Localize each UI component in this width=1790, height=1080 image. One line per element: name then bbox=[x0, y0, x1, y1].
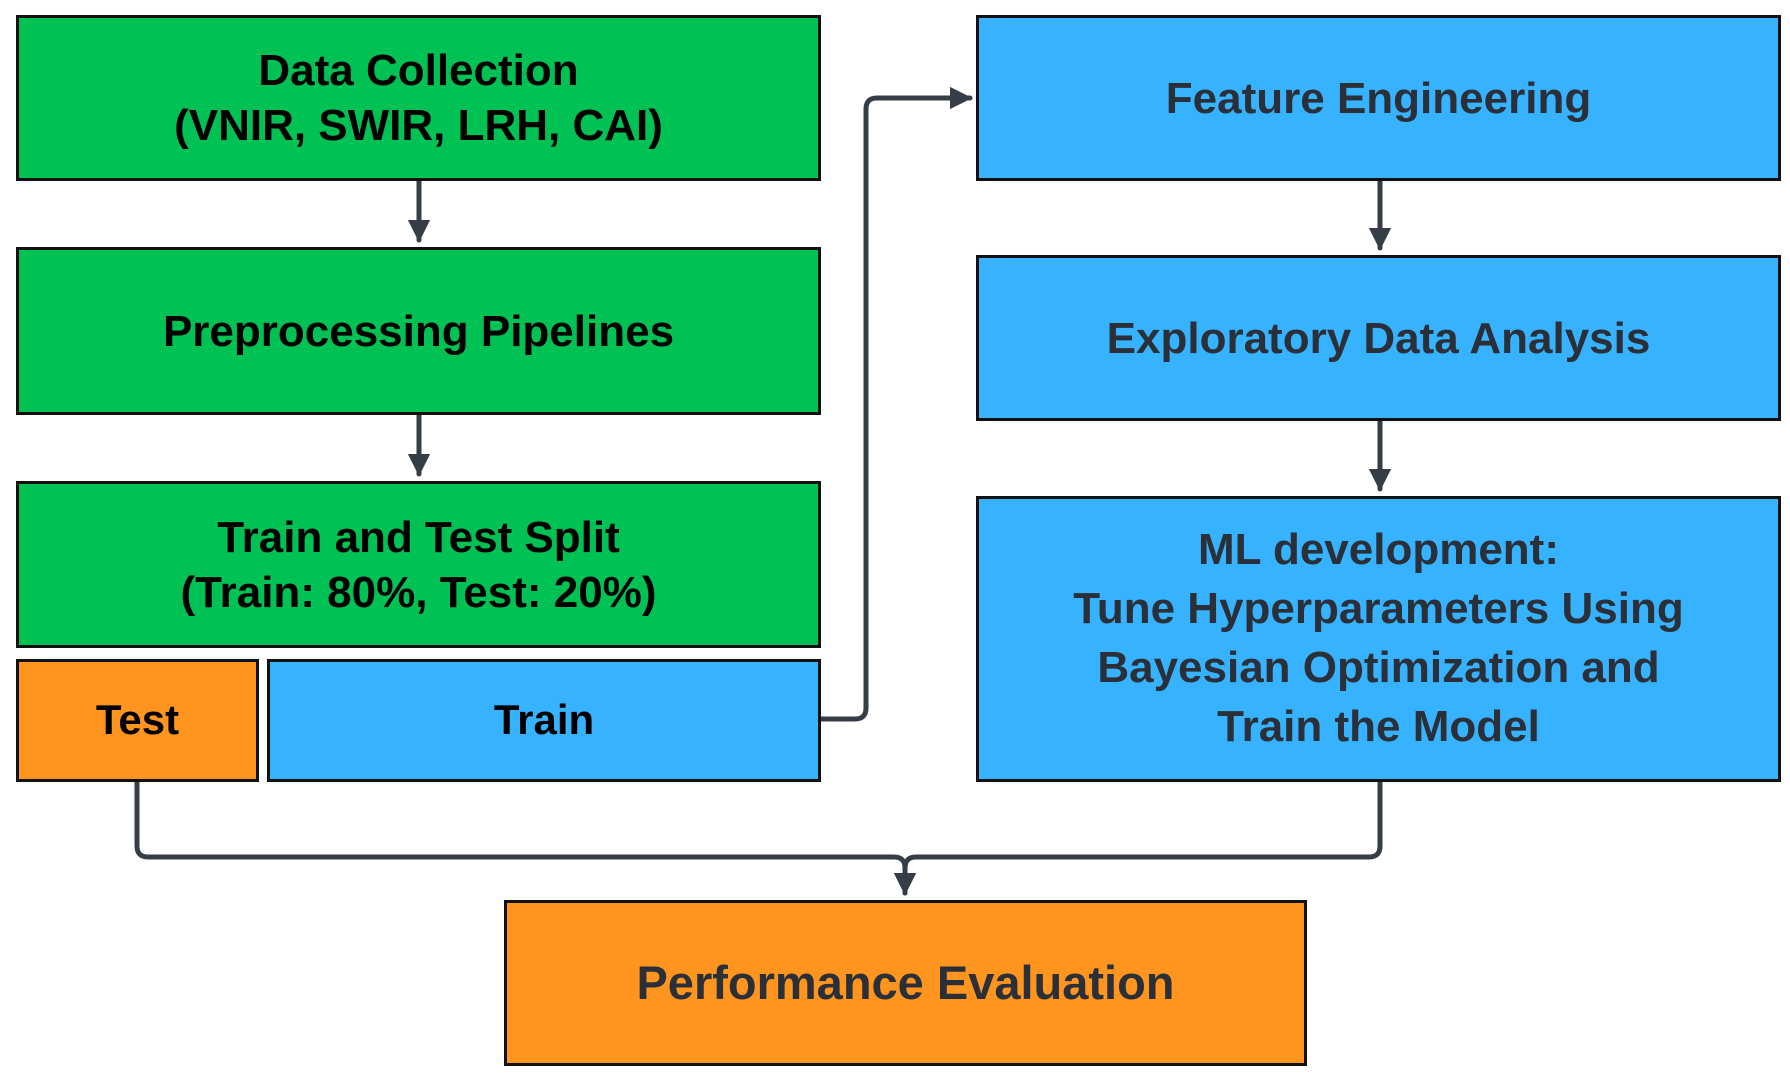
test-box: Test bbox=[16, 659, 259, 782]
performance-evaluation-label: Performance Evaluation bbox=[636, 955, 1175, 1009]
data-collection-title: Data Collection bbox=[258, 46, 579, 95]
ml-development-line-2: Tune Hyperparameters Using bbox=[1073, 584, 1684, 634]
ml-development-box: ML development: Tune Hyperparameters Usi… bbox=[976, 496, 1781, 782]
data-collection-box: Data Collection (VNIR, SWIR, LRH, CAI) bbox=[16, 15, 821, 181]
eda-box: Exploratory Data Analysis bbox=[976, 255, 1781, 421]
arrow-ml-development-to-performance bbox=[893, 779, 1383, 896]
train-test-split-box: Train and Test Split (Train: 80%, Test: … bbox=[16, 481, 821, 648]
ml-development-line-4: Train the Model bbox=[1217, 701, 1540, 751]
eda-label: Exploratory Data Analysis bbox=[1106, 313, 1651, 363]
performance-evaluation-box: Performance Evaluation bbox=[504, 900, 1307, 1066]
ml-development-line-3: Bayesian Optimization and bbox=[1097, 643, 1660, 692]
preprocessing-label: Preprocessing Pipelines bbox=[162, 306, 675, 356]
train-box: Train bbox=[267, 659, 821, 782]
ml-development-title: ML development: bbox=[1197, 525, 1559, 575]
feature-engineering-label: Feature Engineering bbox=[1165, 73, 1592, 123]
split-ratio: (Train: 80%, Test: 20%) bbox=[180, 567, 657, 617]
arrow-train-to-feature-engineering bbox=[817, 86, 973, 722]
test-label: Test bbox=[95, 696, 180, 744]
preprocessing-box: Preprocessing Pipelines bbox=[16, 247, 821, 415]
arrow-test-to-performance bbox=[134, 779, 917, 896]
data-collection-sources: (VNIR, SWIR, LRH, CAI) bbox=[174, 101, 663, 150]
split-title: Train and Test Split bbox=[217, 512, 620, 562]
feature-engineering-box: Feature Engineering bbox=[976, 15, 1781, 181]
train-label: Train bbox=[493, 696, 595, 744]
